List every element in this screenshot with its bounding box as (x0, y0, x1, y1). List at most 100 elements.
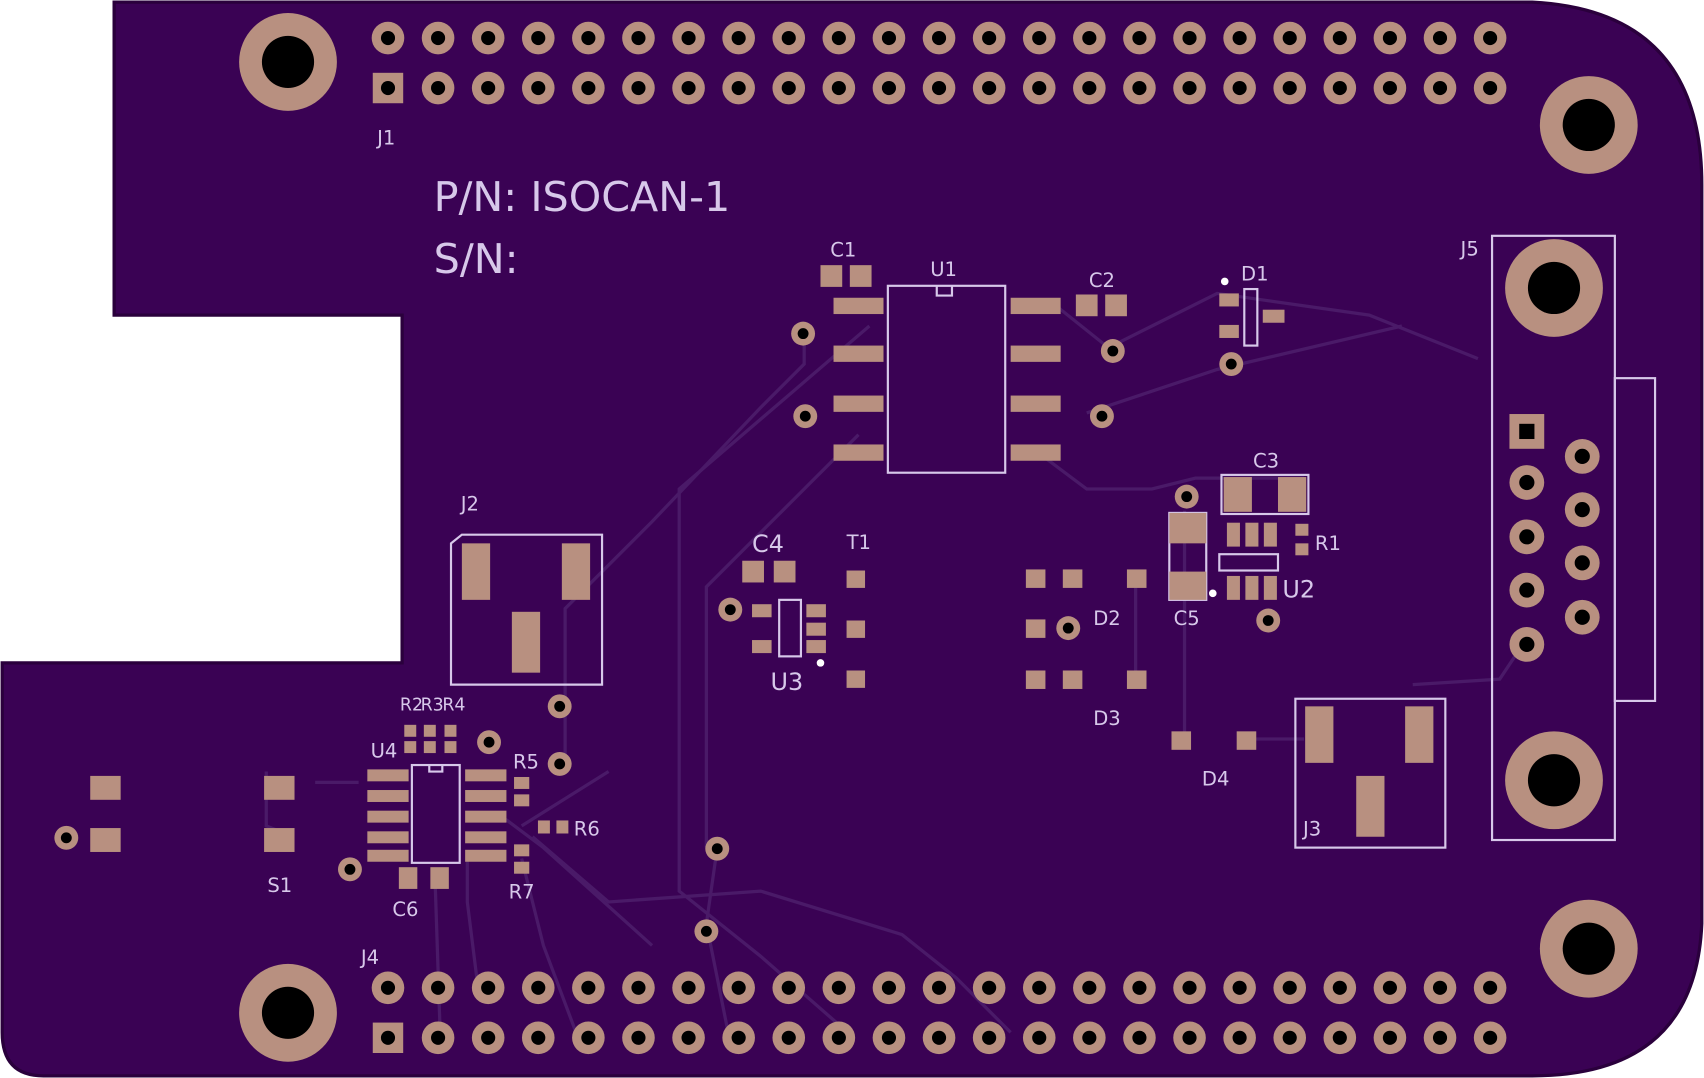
header-pin-hole (1382, 30, 1397, 46)
header-pin-hole (1182, 30, 1197, 46)
header-pin-hole (1332, 30, 1347, 46)
header-pin-hole (1382, 980, 1397, 995)
header-pin-hole (731, 80, 746, 96)
c2-pad (1075, 294, 1098, 317)
label-r4: R4 (442, 696, 465, 716)
header-pin-hole (1332, 80, 1347, 96)
label-c4: C4 (752, 530, 784, 558)
header-pin-hole (982, 80, 997, 96)
header-pin-hole (1082, 80, 1097, 96)
header-pin-hole (531, 30, 546, 46)
header-pin-hole (1032, 980, 1047, 995)
header-pin-hole (1132, 1030, 1147, 1045)
header-pin-hole (881, 30, 897, 46)
header-pin-hole (831, 80, 846, 96)
label-c5: C5 (1174, 607, 1200, 630)
header-pin-hole (881, 80, 897, 96)
label-c1: C1 (830, 238, 856, 261)
header-pin-hole (380, 1030, 396, 1045)
c1-pad (849, 265, 872, 287)
header-pin-hole (581, 980, 596, 995)
header-pin-hole (1082, 1030, 1097, 1045)
header-pin-hole (1382, 80, 1397, 96)
header-pin-hole (1432, 980, 1448, 995)
header-pin-hole (931, 30, 947, 46)
label-c3: C3 (1253, 449, 1279, 472)
label-d2: D2 (1093, 607, 1120, 630)
header-pin-hole (1182, 1030, 1197, 1045)
header-pin-hole (1282, 980, 1297, 995)
header-pin-hole (1082, 980, 1097, 995)
header-pin-hole (931, 80, 947, 96)
header-pin-hole (831, 980, 846, 995)
header-pin-hole (831, 1030, 846, 1045)
header-pin-hole (1483, 980, 1498, 995)
header-pin-hole (481, 980, 496, 995)
header-pin-hole (431, 80, 446, 96)
header-pin-hole (681, 980, 696, 995)
header-pin-hole (1032, 30, 1047, 46)
header-pin-hole (481, 30, 496, 46)
silkscreen-labels: P/N: ISOCAN-1 S/N: J1 J2 J3 J4 J5 U1 U2 … (267, 127, 1478, 969)
s1-switch (90, 775, 295, 852)
header-j4 (371, 971, 1507, 1055)
header-pin-hole (1282, 80, 1297, 96)
part-number-text: P/N: ISOCAN-1 (434, 173, 731, 221)
label-u4: U4 (371, 739, 398, 762)
header-pin-hole (731, 30, 746, 46)
header-pin-hole (1132, 980, 1147, 995)
label-t1: T1 (846, 531, 871, 554)
header-pin-hole (1132, 30, 1147, 46)
header-pin-hole (1232, 980, 1247, 995)
u3-area (742, 560, 866, 688)
label-r7: R7 (509, 881, 535, 904)
header-pin-hole (1282, 30, 1297, 46)
header-pin-hole (1483, 1030, 1498, 1045)
label-j2: J2 (459, 493, 479, 516)
header-pin-hole (681, 1030, 696, 1045)
label-j1: J1 (375, 127, 395, 150)
header-pin-hole (982, 1030, 997, 1045)
label-j4: J4 (359, 946, 379, 969)
c1-pad (820, 265, 843, 287)
header-pin-hole (431, 30, 446, 46)
header-pin-hole (1032, 80, 1047, 96)
mounting-hole-drill (1562, 922, 1615, 975)
header-pin-hole (781, 1030, 796, 1045)
header-pin-hole (531, 980, 546, 995)
header-pin-hole (1483, 80, 1498, 96)
header-pin-hole (1483, 30, 1498, 46)
header-pin-hole (581, 1030, 596, 1045)
header-pin-hole (1132, 80, 1147, 96)
label-d4: D4 (1202, 768, 1230, 791)
header-pin-hole (581, 30, 596, 46)
header-pin-hole (1432, 1030, 1448, 1045)
header-pin-hole (1232, 1030, 1247, 1045)
header-pin-hole (982, 980, 997, 995)
header-pin-hole (431, 980, 446, 995)
vias (54, 321, 1281, 944)
u1-ic (833, 284, 1061, 474)
label-j5: J5 (1459, 237, 1479, 260)
header-pin-hole (1382, 1030, 1397, 1045)
header-pin-hole (631, 1030, 646, 1045)
label-d1: D1 (1241, 262, 1269, 285)
header-pin-hole (681, 30, 696, 46)
header-pin-hole (781, 30, 796, 46)
serial-number-text: S/N: (434, 235, 519, 283)
header-pin-hole (1232, 80, 1247, 96)
header-pin-hole (380, 80, 396, 96)
header-j1 (371, 21, 1507, 105)
c2-pad (1105, 294, 1127, 317)
header-pin-hole (1332, 980, 1347, 995)
header-pin-hole (631, 80, 646, 96)
header-pin-hole (681, 80, 696, 96)
header-pin-hole (1282, 1030, 1297, 1045)
header-pin-hole (431, 1030, 446, 1045)
header-pin-hole (1332, 1030, 1347, 1045)
header-pin-hole (931, 1030, 947, 1045)
mounting-hole-drill (1562, 98, 1615, 152)
label-s1: S1 (267, 874, 292, 897)
label-c6: C6 (392, 898, 418, 921)
